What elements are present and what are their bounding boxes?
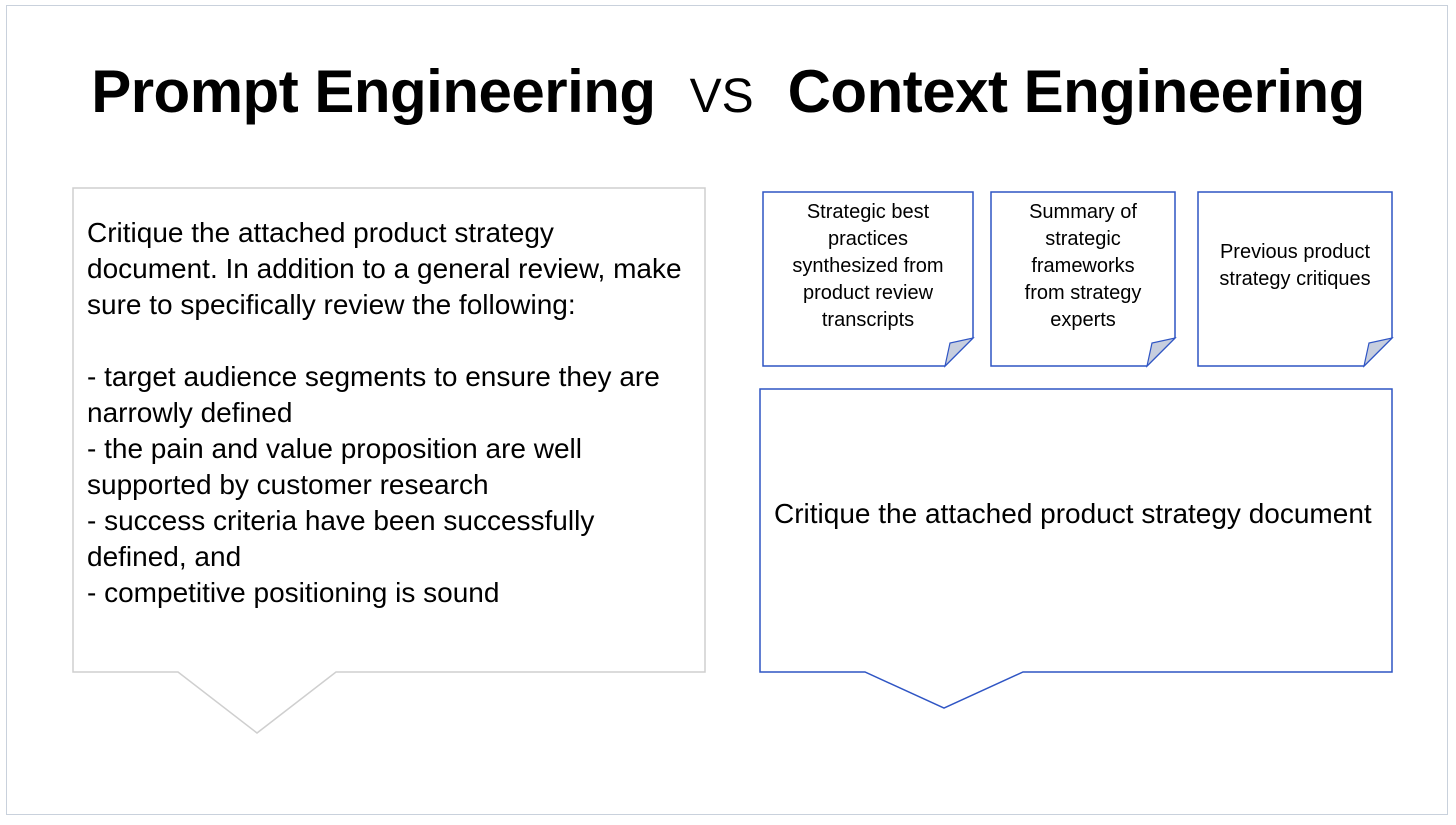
title-vs: VS xyxy=(689,70,754,123)
prompt-item: - success criteria have been successfull… xyxy=(87,505,595,572)
title-context-engineering: Context Engineering xyxy=(787,58,1366,125)
prompt-callout-box xyxy=(72,187,706,734)
context-doc-2-label: Summary of strategic frameworks from str… xyxy=(1024,200,1142,331)
prompt-item: - competitive positioning is sound xyxy=(87,577,500,608)
slide-frame xyxy=(6,5,1448,815)
prompt-item: - the pain and value proposition are wel… xyxy=(87,433,582,500)
context-doc-3-label: Previous product strategy critiques xyxy=(1219,241,1371,290)
context-doc-1-shape xyxy=(762,191,975,368)
slide-title: Prompt Engineering VS Context Engineering xyxy=(0,56,1456,133)
context-doc-3-shape xyxy=(1197,191,1394,368)
prompt-text: Critique the attached product strategy d… xyxy=(87,215,687,611)
prompt-intro: Critique the attached product strategy d… xyxy=(87,217,682,320)
title-prompt-engineering: Prompt Engineering xyxy=(91,58,656,125)
context-callout-box xyxy=(759,388,1393,709)
context-doc-1-label: Strategic best practices synthesized fro… xyxy=(792,200,944,331)
context-prompt-text: Critique the attached product strategy d… xyxy=(774,498,1372,529)
prompt-item: - target audience segments to ensure the… xyxy=(87,361,660,428)
context-doc-2-shape xyxy=(990,191,1177,368)
